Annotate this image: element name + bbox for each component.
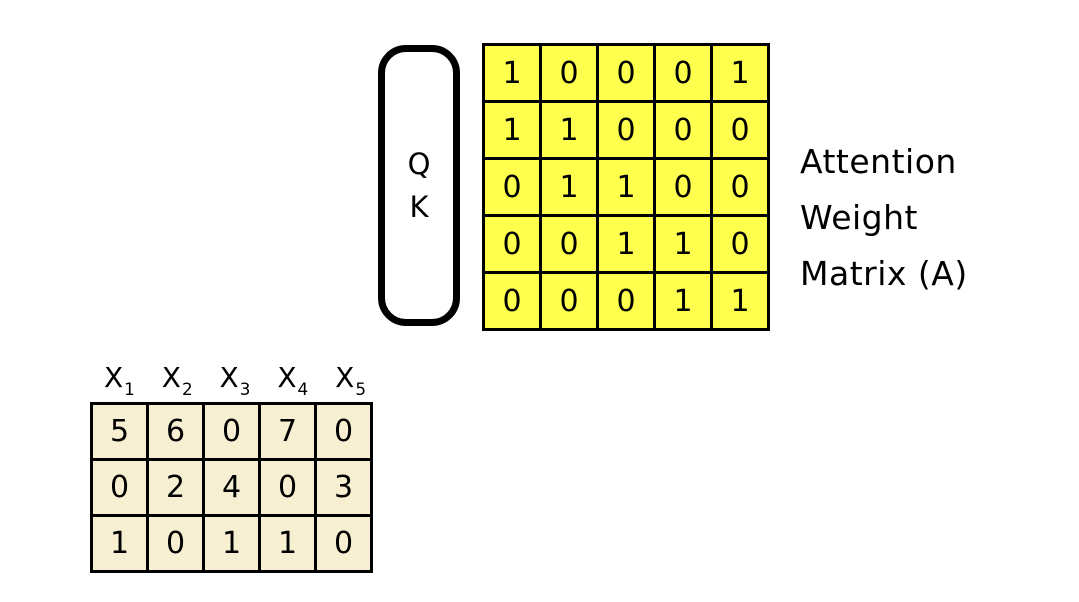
attention-matrix-label-line3: Matrix (A) xyxy=(800,254,968,293)
attention-matrix-cell-r5c2: 0 xyxy=(542,274,596,328)
header-subscript: 5 xyxy=(355,379,367,400)
header-base: X xyxy=(277,361,297,394)
attention-matrix-cell-r3c4: 0 xyxy=(656,160,710,214)
attention-matrix-cell-r5c5: 1 xyxy=(713,274,767,328)
input-matrix-cell-r2c1: 0 xyxy=(93,461,146,514)
attention-matrix-label-line1: Attention xyxy=(800,142,957,181)
input-matrix-cell-r2c2: 2 xyxy=(149,461,202,514)
qk-pill: Q K xyxy=(378,45,460,326)
attention-matrix-cell-r3c5: 0 xyxy=(713,160,767,214)
attention-matrix-cell-r2c2: 1 xyxy=(542,103,596,157)
attention-matrix-cell-r4c4: 1 xyxy=(656,217,710,271)
attention-matrix-cell-r3c3: 1 xyxy=(599,160,653,214)
input-matrix-cell-r3c2: 0 xyxy=(149,517,202,570)
input-matrix-cell-r1c4: 7 xyxy=(261,405,314,458)
header-subscript: 1 xyxy=(124,379,135,400)
attention-matrix-cell-r1c3: 0 xyxy=(599,46,653,100)
header-subscript: 2 xyxy=(181,379,193,400)
attention-matrix-label-line2: Weight xyxy=(800,198,918,237)
header-base: X xyxy=(219,361,239,394)
input-matrix-cell-r1c1: 5 xyxy=(93,405,146,458)
header-base: X xyxy=(103,361,124,394)
attention-matrix-cell-r1c4: 0 xyxy=(656,46,710,100)
k-label: K xyxy=(409,189,429,224)
header-subscript: 3 xyxy=(239,379,251,400)
attention-matrix-cell-r4c1: 0 xyxy=(485,217,539,271)
input-matrix-cell-r2c4: 0 xyxy=(261,461,314,514)
input-matrix-cell-r2c3: 4 xyxy=(205,461,258,514)
attention-matrix-cell-r2c1: 1 xyxy=(485,103,539,157)
attention-matrix-cell-r3c1: 0 xyxy=(485,160,539,214)
input-matrix-cell-r3c4: 1 xyxy=(261,517,314,570)
attention-matrix-cell-r2c5: 0 xyxy=(713,103,767,157)
input-matrix-cell-r2c5: 3 xyxy=(317,461,370,514)
header-subscript: 4 xyxy=(297,379,309,400)
attention-matrix-cell-r1c5: 1 xyxy=(713,46,767,100)
attention-matrix-cell-r4c2: 0 xyxy=(542,217,596,271)
header-base: X xyxy=(335,361,355,394)
attention-matrix-cell-r1c1: 1 xyxy=(485,46,539,100)
attention-matrix-cell-r3c2: 1 xyxy=(542,160,596,214)
input-matrix-cell-r3c3: 1 xyxy=(205,517,258,570)
attention-matrix-cell-r4c5: 0 xyxy=(713,217,767,271)
attention-matrix-label: Attention Weight Matrix (A) xyxy=(800,134,968,302)
attention-matrix-cell-r5c1: 0 xyxy=(485,274,539,328)
attention-matrix-cell-r5c4: 1 xyxy=(656,274,710,328)
attention-matrix-cell-r2c4: 0 xyxy=(656,103,710,157)
header-base: X xyxy=(161,361,181,394)
input-matrix-cell-r1c5: 0 xyxy=(317,405,370,458)
attention-matrix-cell-r5c3: 0 xyxy=(599,274,653,328)
input-matrix-cell-r3c5: 0 xyxy=(317,517,370,570)
attention-matrix-cell-r1c2: 0 xyxy=(542,46,596,100)
attention-matrix-cell-r2c3: 0 xyxy=(599,103,653,157)
input-matrix-cell-r1c3: 0 xyxy=(205,405,258,458)
q-label: Q xyxy=(407,146,431,181)
attention-matrix-cell-r4c3: 1 xyxy=(599,217,653,271)
input-matrix-cell-r3c1: 1 xyxy=(93,517,146,570)
input-matrix-cell-r1c2: 6 xyxy=(149,405,202,458)
